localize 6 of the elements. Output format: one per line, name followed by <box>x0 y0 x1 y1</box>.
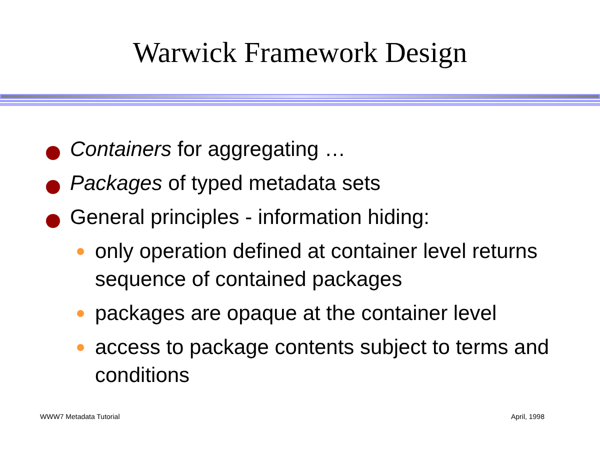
bullet-text: access to package contents subject to terms and conditions <box>95 335 550 389</box>
bullet-text: Packages of typed metadata sets <box>70 171 381 197</box>
bullet-text: Containers for aggregating … <box>70 137 346 163</box>
bullet-text: packages are opaque at the container level <box>95 301 498 327</box>
slide-title: Warwick Framework Design <box>132 36 468 70</box>
bullet-text: General principles - information hiding: <box>70 205 430 231</box>
